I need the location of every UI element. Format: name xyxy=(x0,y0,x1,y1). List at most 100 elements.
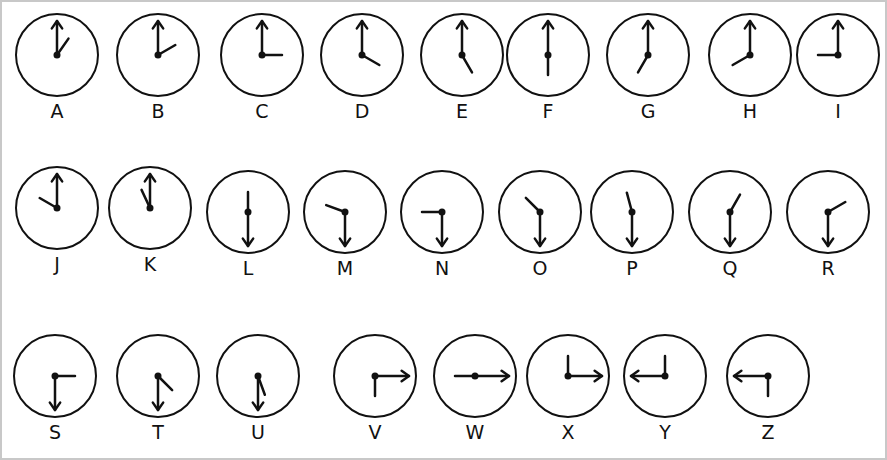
clock-face xyxy=(591,171,673,253)
hub-dot xyxy=(359,52,366,59)
hub-dot xyxy=(545,52,552,59)
clock-letter: Y xyxy=(659,423,671,442)
clock-face xyxy=(507,14,589,96)
clock-letter: B xyxy=(151,102,164,121)
arrow-hand xyxy=(547,21,550,55)
hub-dot xyxy=(459,52,466,59)
clock-letter: N xyxy=(435,259,449,278)
arrow-hand xyxy=(475,375,509,378)
arrow-hand xyxy=(631,212,634,246)
hub-dot xyxy=(54,52,61,59)
hub-dot xyxy=(565,373,572,380)
arrow-head xyxy=(535,239,545,246)
clock-letter: G xyxy=(641,102,656,121)
arrow-head xyxy=(725,239,735,246)
arrow-hand xyxy=(56,21,59,55)
clock-letter: O xyxy=(533,259,548,278)
arrow-hand xyxy=(56,174,59,208)
clock-letter: W xyxy=(466,423,485,442)
arrow-head xyxy=(734,371,741,381)
clock-letter: X xyxy=(561,423,574,442)
clock-letter: P xyxy=(626,259,637,278)
clock-face xyxy=(727,335,809,417)
arrow-hand xyxy=(631,375,665,378)
arrow-hand xyxy=(749,21,752,55)
clock-face xyxy=(527,335,609,417)
arrow-head xyxy=(243,239,253,246)
clock-letter: Q xyxy=(723,259,738,278)
arrow-head xyxy=(502,371,509,381)
clock-face xyxy=(117,14,199,96)
clock-group xyxy=(14,14,879,417)
clock-letter: H xyxy=(743,102,757,121)
hub-dot xyxy=(727,209,734,216)
arrow-hand xyxy=(729,212,732,246)
arrow-hand xyxy=(461,21,464,55)
arrow-head xyxy=(52,174,62,181)
hub-dot xyxy=(537,209,544,216)
clock-letter: E xyxy=(456,102,468,121)
hub-dot xyxy=(155,373,162,380)
hub-dot xyxy=(372,373,379,380)
arrow-hand xyxy=(568,375,602,378)
arrow-head xyxy=(745,21,755,28)
clock-letter: I xyxy=(835,102,841,121)
clock-letter: S xyxy=(49,423,61,442)
clock-face xyxy=(321,14,403,96)
clock-face xyxy=(787,171,869,253)
hub-dot xyxy=(747,52,754,59)
clock-face xyxy=(16,167,98,249)
clock-face xyxy=(434,335,516,417)
clock-face xyxy=(607,14,689,96)
clock-face xyxy=(709,14,791,96)
hub-dot xyxy=(245,209,252,216)
hub-dot xyxy=(835,52,842,59)
clock-letter: F xyxy=(543,102,554,121)
clock-face xyxy=(109,167,191,249)
hub-dot xyxy=(54,205,61,212)
arrow-head xyxy=(153,403,163,410)
arrow-hand xyxy=(827,212,830,246)
clock-letter: J xyxy=(54,255,60,274)
clock-face xyxy=(16,14,98,96)
arrow-hand xyxy=(837,21,840,55)
hub-dot xyxy=(255,373,262,380)
hub-dot xyxy=(155,52,162,59)
arrow-hand xyxy=(54,376,57,410)
arrow-head xyxy=(153,21,163,28)
arrow-head xyxy=(643,21,653,28)
clock-face xyxy=(689,171,771,253)
clock-face xyxy=(421,14,503,96)
clock-letter: Z xyxy=(761,423,774,442)
clock-letter: K xyxy=(144,255,156,274)
clock-letter: R xyxy=(821,259,834,278)
clock-letter: T xyxy=(152,423,164,442)
arrow-head xyxy=(340,239,350,246)
clock-letter: A xyxy=(51,102,64,121)
arrow-head xyxy=(357,21,367,28)
arrow-head xyxy=(457,21,467,28)
arrow-head xyxy=(257,21,267,28)
hub-dot xyxy=(629,209,636,216)
hub-dot xyxy=(825,209,832,216)
arrow-head xyxy=(52,21,62,28)
arrow-hand xyxy=(261,21,264,55)
arrow-head xyxy=(543,21,553,28)
clock-letter: L xyxy=(243,259,254,278)
arrow-hand xyxy=(375,375,409,378)
clock-face xyxy=(221,14,303,96)
clock-letter: M xyxy=(337,259,353,278)
arrow-head xyxy=(823,239,833,246)
clock-letter: U xyxy=(251,423,265,442)
clock-face xyxy=(624,335,706,417)
arrow-head xyxy=(631,371,638,381)
clock-face xyxy=(401,171,483,253)
arrow-hand xyxy=(157,21,160,55)
hub-dot xyxy=(147,205,154,212)
arrow-hand xyxy=(247,212,250,246)
hub-dot xyxy=(645,52,652,59)
clock-face xyxy=(217,335,299,417)
